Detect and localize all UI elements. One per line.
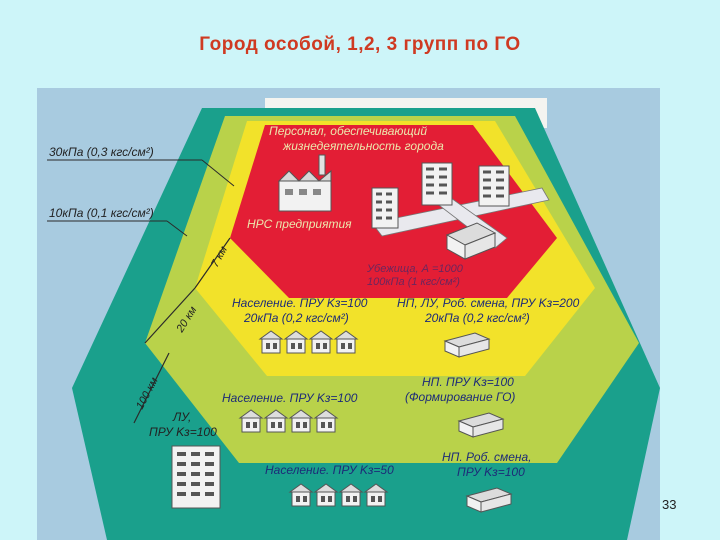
house-icon [338,483,364,507]
house-row [258,330,359,354]
apartment-building-icon [371,187,399,229]
house-icon [313,409,339,433]
personnel-label-line1: Персонал, обеспечивающий [269,124,427,138]
house-icon [283,330,309,354]
page-number: 33 [662,497,677,512]
pressure-callout-30kpa: 30кПа (0,3 кгс/см²) [47,145,235,187]
house-row [288,483,389,507]
factory-icon [277,154,332,212]
slide-title: Город особой, 1,2, 3 групп по ГО [199,34,521,55]
green-population-label: Население. ПРУ Kз=100 [222,391,358,405]
personnel-label-line2: жизнедеятельность города [282,139,444,153]
tower-building-icon [171,445,221,509]
shelter-label-line1: Убежища, А =1000 [366,263,464,275]
house-icon [258,330,284,354]
house-icon [263,409,289,433]
barrack-icon [443,332,491,358]
apartment-building-icon [478,165,510,207]
apartment-building-icon [445,222,497,260]
yellow-population-line1: Население. ПРУ Kз=100 [232,296,368,310]
house-icon [308,330,334,354]
apartment-building-icon [421,162,453,206]
barrack-icon [465,487,513,513]
yellow-np-line1: НП, ЛУ, Роб. смена, ПРУ Kз=200 [397,296,580,310]
outer-lu-line1: ЛУ, [172,410,191,424]
house-icon [313,483,339,507]
shelter-label-line2: 100кПа (1 кгс/см²) [367,276,460,288]
green-np-line1: НП. ПРУ Kз=100 [422,375,514,389]
outer-population-label: Население. ПРУ Kз=50 [265,463,394,477]
house-row [238,409,339,433]
house-icon [363,483,389,507]
barrack-icon [457,412,505,438]
outer-np-line1: НП. Роб. смена, [442,450,532,464]
nrs-label: НРС предприятия [247,217,352,231]
house-icon [288,409,314,433]
house-icon [333,330,359,354]
pressure-label-30kpa: 30кПа (0,3 кгс/см²) [49,145,154,159]
outer-np-line2: ПРУ Kз=100 [457,465,525,479]
yellow-np-line2: 20кПа (0,2 кгс/см²) [424,311,530,325]
house-icon [238,409,264,433]
pressure-callout-10kpa: 10кПа (0,1 кгс/см²) [47,206,188,237]
civil-defense-zones-diagram: Персонал, обеспечивающий жизнедеятельнос… [37,88,660,540]
house-icon [288,483,314,507]
yellow-population-line2: 20кПа (0,2 кгс/см²) [243,311,349,325]
pressure-label-10kpa: 10кПа (0,1 кгс/см²) [49,206,154,220]
green-np-line2: (Формирование ГО) [405,390,515,404]
outer-lu-line2: ПРУ Kз=100 [149,425,217,439]
